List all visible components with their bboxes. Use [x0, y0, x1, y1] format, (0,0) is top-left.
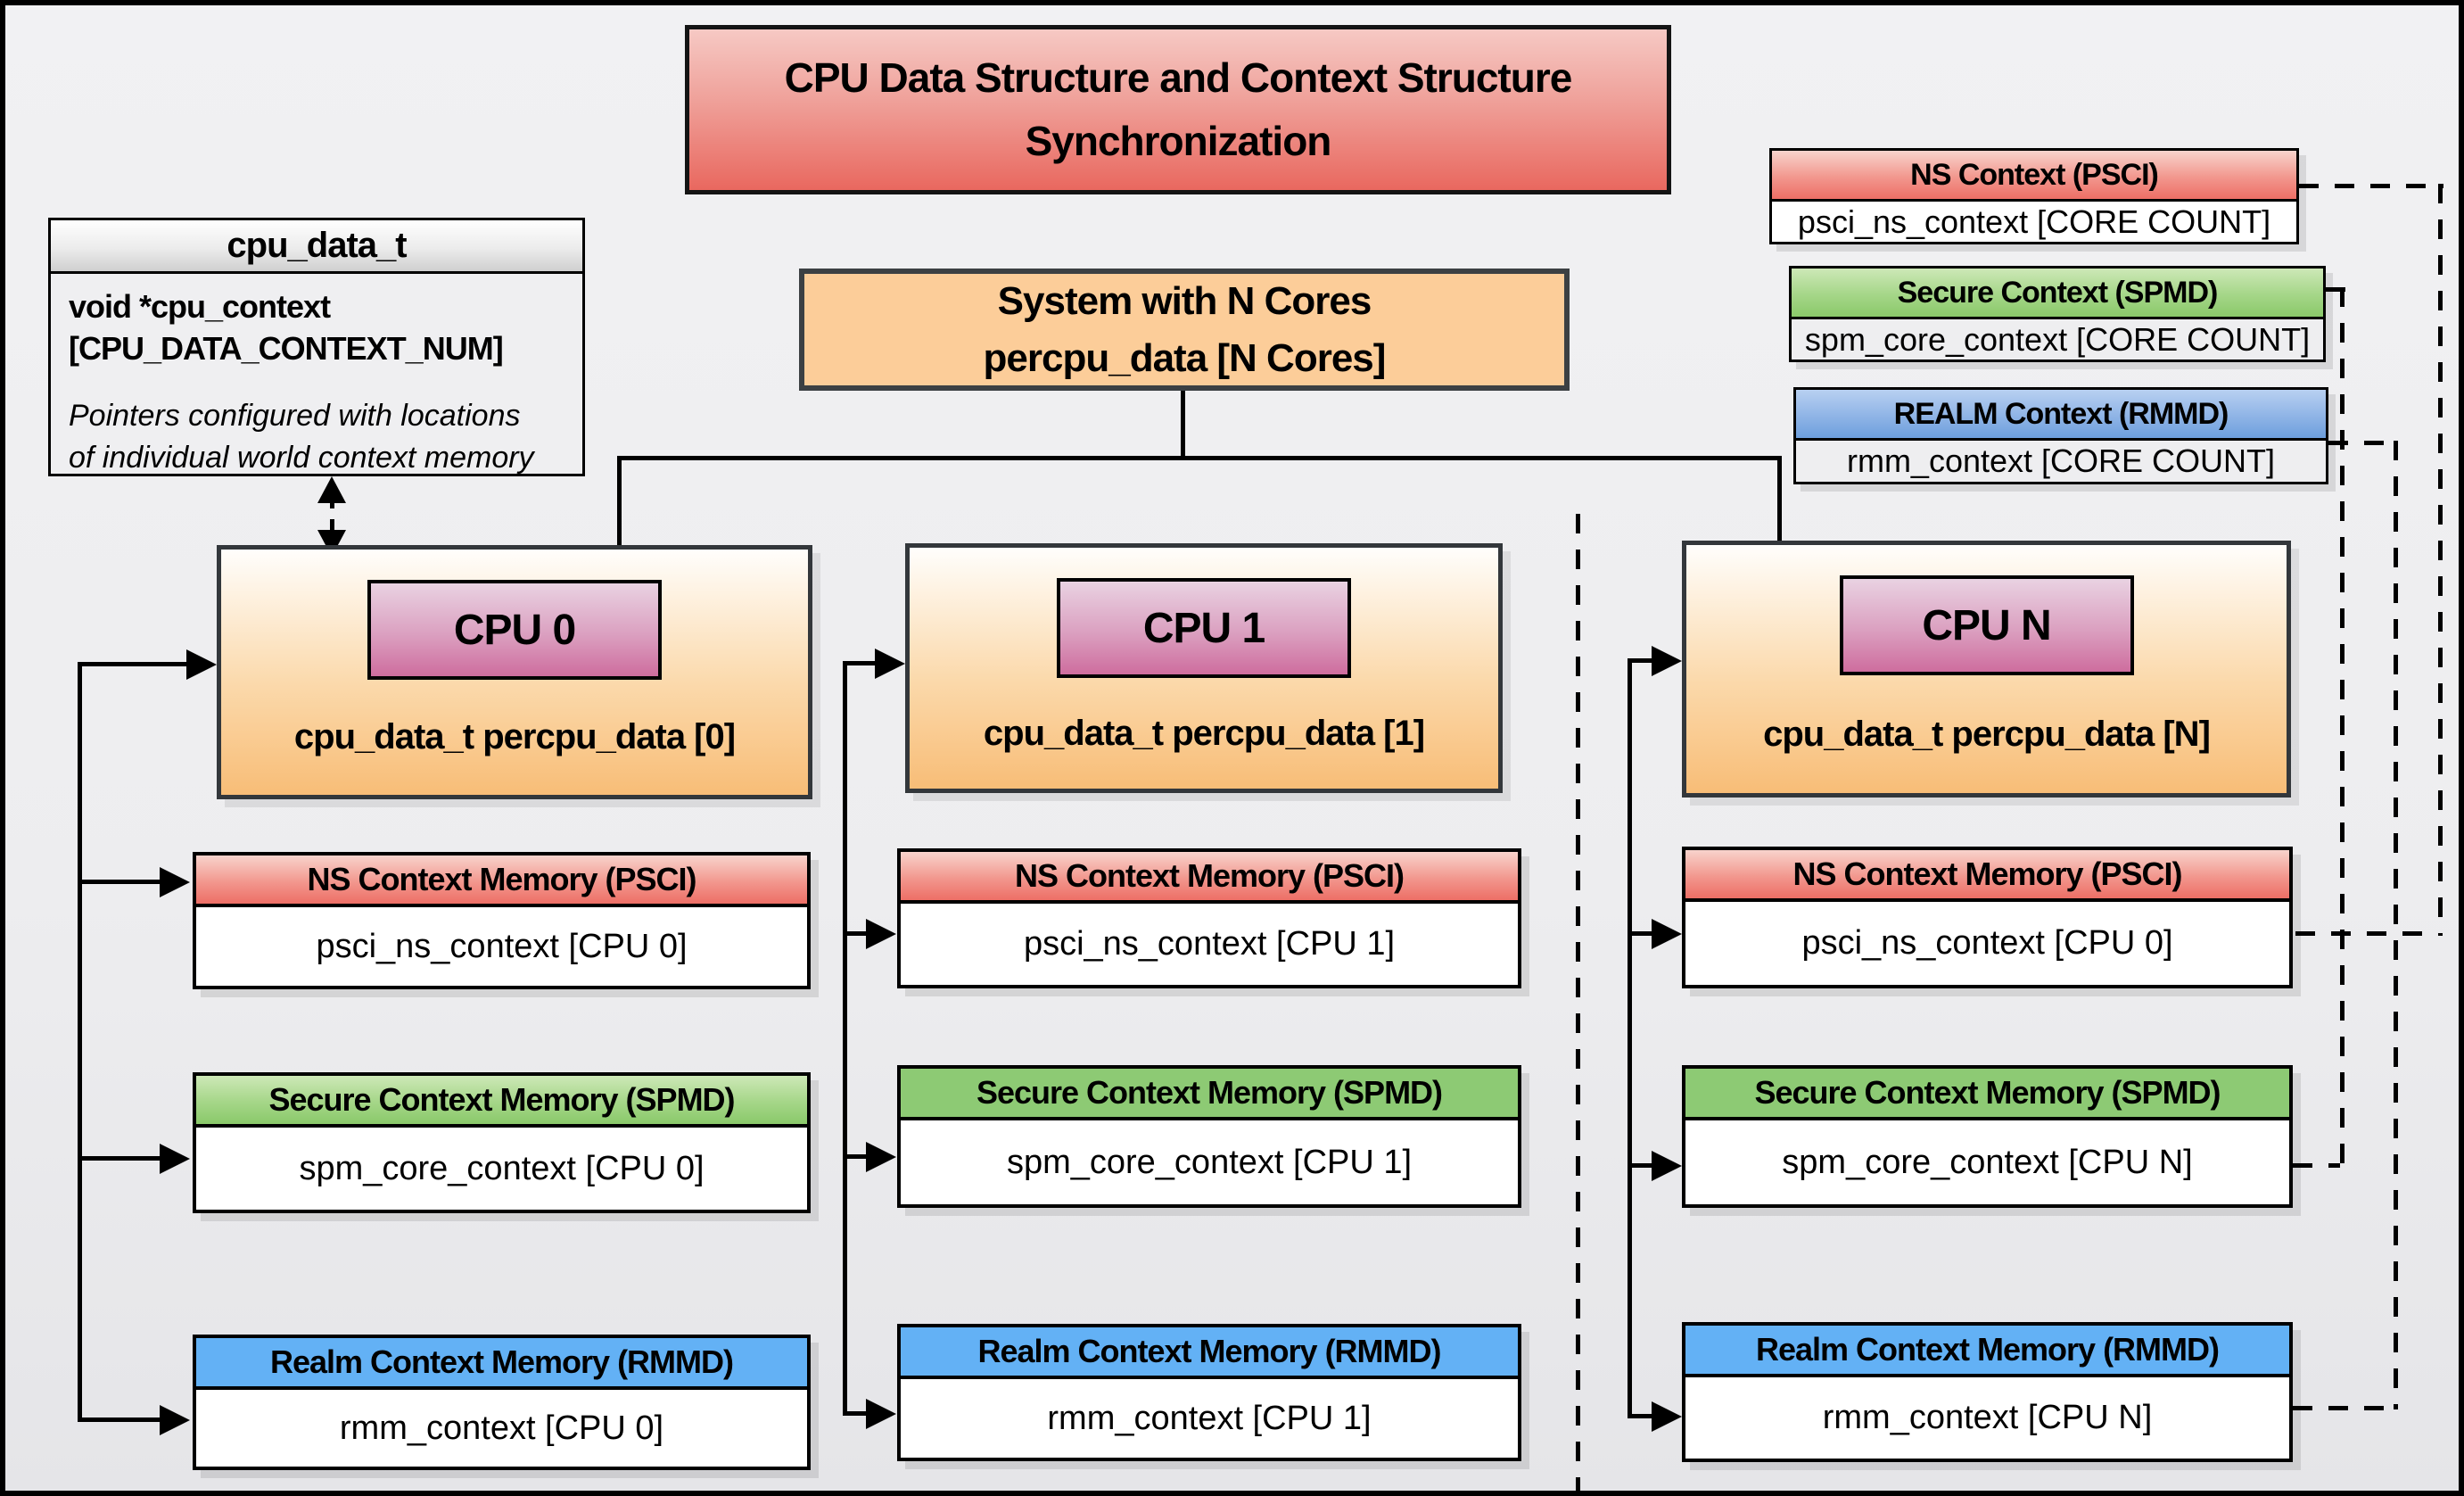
- cpu1-trunk-line: [843, 661, 847, 1416]
- cpun-realm-arrow-line: [1628, 1414, 1654, 1418]
- arrow-right-icon: [1652, 646, 1682, 676]
- cpu0-secure-memory-header: Secure Context Memory (SPMD): [196, 1076, 807, 1128]
- cpu1-secure-memory-header: Secure Context Memory (SPMD): [901, 1069, 1518, 1120]
- cpu-context-field-line2: [CPU_DATA_CONTEXT_NUM]: [69, 329, 504, 367]
- diagram-title: CPU Data Structure and Context Structure…: [685, 25, 1671, 194]
- arrow-up-icon: [317, 476, 346, 503]
- struct-note-line2: of individual world context memory: [69, 441, 534, 475]
- cpu0-realm-arrow-line: [78, 1417, 160, 1422]
- arrow-right-icon: [1652, 919, 1682, 949]
- cpu1-ns-arrow-line: [843, 931, 868, 936]
- cpun-secure-arrow-line: [1628, 1163, 1654, 1168]
- cpu0-ns-memory-body: psci_ns_context [CPU 0]: [316, 927, 688, 965]
- realm-legend-dashed-drop: [2394, 441, 2398, 1409]
- cpu0-realm-memory-box: Realm Context Memory (RMMD) rmm_context …: [193, 1335, 811, 1470]
- cpu0-box: CPU 0 cpu_data_t percpu_data [0]: [217, 545, 812, 799]
- cpun-secure-memory-box: Secure Context Memory (SPMD) spm_core_co…: [1682, 1065, 2293, 1208]
- arrow-right-icon: [160, 1144, 190, 1174]
- legend-secure-context-header: Secure Context (SPMD): [1792, 269, 2323, 319]
- secure-memory-dashed-link: [2293, 1163, 2340, 1168]
- cpu1-realm-arrow-line: [843, 1411, 868, 1416]
- cpu0-ns-memory-box: NS Context Memory (PSCI) psci_ns_context…: [193, 852, 811, 989]
- cpu-context-field-line1: void *cpu_context: [69, 288, 331, 325]
- cpun-data-text: cpu_data_t percpu_data [N]: [1763, 715, 2211, 754]
- cpu0-realm-memory-body: rmm_context [CPU 0]: [339, 1409, 664, 1447]
- cpun-arrow-line: [1628, 658, 1654, 663]
- legend-secure-context-body: spm_core_context [CORE COUNT]: [1792, 319, 2323, 360]
- cpun-ns-memory-body: psci_ns_context [CPU 0]: [1801, 924, 2173, 962]
- cpu0-realm-memory-header: Realm Context Memory (RMMD): [196, 1338, 807, 1390]
- arrow-right-icon: [875, 649, 905, 679]
- cpun-ns-memory-header: NS Context Memory (PSCI): [1685, 850, 2289, 902]
- legend-realm-context-body: rmm_context [CORE COUNT]: [1796, 441, 2326, 482]
- arrow-right-icon: [866, 919, 896, 949]
- cpu1-ns-memory-header: NS Context Memory (PSCI): [901, 852, 1518, 904]
- cpu1-data-text: cpu_data_t percpu_data [1]: [983, 714, 1425, 753]
- system-stem-line: [1181, 391, 1185, 460]
- cpu0-label: CPU 0: [367, 580, 662, 680]
- cpun-box: CPU N cpu_data_t percpu_data [N]: [1682, 541, 2291, 798]
- ns-memory-dashed-link: [2295, 931, 2438, 936]
- cpun-realm-memory-box: Realm Context Memory (RMMD) rmm_context …: [1682, 1322, 2293, 1462]
- system-box-line2: percpu_data [N Cores]: [983, 335, 1387, 380]
- system-box-line1: System with N Cores: [997, 278, 1372, 323]
- cpu0-secure-memory-body: spm_core_context [CPU 0]: [299, 1149, 705, 1187]
- cpun-label: CPU N: [1839, 575, 2134, 675]
- arrow-right-icon: [186, 649, 217, 680]
- cpu1-realm-memory-header: Realm Context Memory (RMMD): [901, 1327, 1518, 1379]
- struct-note-line1: Pointers configured with locations: [69, 398, 521, 433]
- cpu0-secure-memory-box: Secure Context Memory (SPMD) spm_core_co…: [193, 1072, 811, 1213]
- cpu0-secure-arrow-line: [78, 1156, 160, 1161]
- cpu1-box: CPU 1 cpu_data_t percpu_data [1]: [905, 543, 1503, 793]
- secure-legend-dashed-drop: [2340, 287, 2345, 1167]
- cpu1-secure-memory-body: spm_core_context [CPU 1]: [1006, 1143, 1413, 1181]
- column-separator-dashed-line: [1576, 514, 1580, 1491]
- ns-legend-dashed-drop: [2438, 184, 2443, 936]
- cpu1-arrow-line: [843, 661, 875, 665]
- arrow-right-icon: [160, 1405, 190, 1435]
- bus-drop-cpu0-line: [617, 456, 622, 547]
- realm-legend-dashed-link: [2328, 441, 2398, 445]
- cpun-realm-memory-body: rmm_context [CPU N]: [1822, 1399, 2153, 1436]
- legend-realm-context-header: REALM Context (RMMD): [1796, 390, 2326, 441]
- cpun-ns-arrow-line: [1628, 931, 1654, 936]
- cpu-data-struct-body: void *cpu_context [CPU_DATA_CONTEXT_NUM]…: [51, 274, 582, 492]
- secure-legend-dashed-link: [2326, 287, 2345, 292]
- cpu1-ns-memory-body: psci_ns_context [CPU 1]: [1023, 925, 1396, 963]
- struct-to-cpu0-dashed-line: [330, 498, 334, 532]
- cpu1-label: CPU 1: [1057, 578, 1351, 678]
- legend-ns-context-body: psci_ns_context [CORE COUNT]: [1797, 202, 2271, 240]
- legend-secure-context-box: Secure Context (SPMD) spm_core_context […: [1789, 266, 2326, 362]
- cpu-data-struct-header: cpu_data_t: [51, 220, 582, 274]
- arrow-right-icon: [1652, 1151, 1682, 1181]
- arrow-right-icon: [866, 1142, 896, 1172]
- cpu1-realm-memory-box: Realm Context Memory (RMMD) rmm_context …: [897, 1324, 1521, 1461]
- legend-realm-context-box: REALM Context (RMMD) rmm_context [CORE C…: [1793, 387, 2328, 484]
- cpu1-ns-memory-box: NS Context Memory (PSCI) psci_ns_context…: [897, 848, 1521, 988]
- cpu0-ns-arrow-line: [78, 880, 160, 884]
- system-bus-line: [617, 456, 1782, 460]
- cpun-realm-memory-header: Realm Context Memory (RMMD): [1685, 1326, 2289, 1377]
- cpun-trunk-line: [1628, 658, 1632, 1418]
- arrow-right-icon: [866, 1399, 896, 1429]
- cpu0-data-text: cpu_data_t percpu_data [0]: [293, 717, 736, 756]
- cpu-data-struct-box: cpu_data_t void *cpu_context [CPU_DATA_C…: [48, 218, 585, 476]
- legend-ns-context-box: NS Context (PSCI) psci_ns_context [CORE …: [1769, 148, 2299, 244]
- cpu1-secure-memory-box: Secure Context Memory (SPMD) spm_core_co…: [897, 1065, 1521, 1208]
- arrow-right-icon: [160, 867, 190, 897]
- system-box: System with N Cores percpu_data [N Cores…: [799, 269, 1570, 391]
- cpu0-trunk-line: [78, 662, 82, 1422]
- cpu0-arrow-line: [78, 662, 186, 666]
- bus-drop-cpun-line: [1777, 456, 1782, 542]
- cpu1-realm-memory-body: rmm_context [CPU 1]: [1047, 1399, 1372, 1437]
- cpun-secure-memory-header: Secure Context Memory (SPMD): [1685, 1069, 2289, 1120]
- arrow-right-icon: [1652, 1401, 1682, 1432]
- realm-memory-dashed-link: [2293, 1406, 2394, 1410]
- cpu0-ns-memory-header: NS Context Memory (PSCI): [196, 855, 807, 907]
- cpun-ns-memory-box: NS Context Memory (PSCI) psci_ns_context…: [1682, 847, 2293, 988]
- ns-legend-dashed-link: [2299, 184, 2443, 188]
- cpun-secure-memory-body: spm_core_context [CPU N]: [1782, 1143, 2193, 1181]
- cpu1-secure-arrow-line: [843, 1154, 868, 1159]
- legend-ns-context-header: NS Context (PSCI): [1772, 151, 2296, 202]
